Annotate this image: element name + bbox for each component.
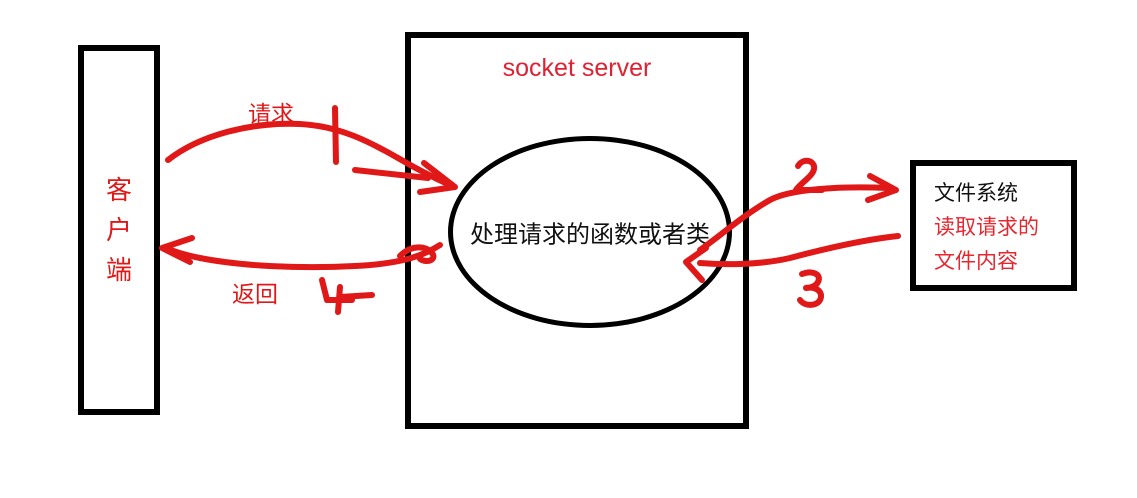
file-system-box: 文件系统 读取请求的 文件内容 xyxy=(910,160,1077,291)
step-1-mark xyxy=(332,105,339,165)
socket-server-title: socket server xyxy=(502,54,652,82)
step-4-mark xyxy=(319,277,375,315)
return-arrow-path xyxy=(163,242,443,271)
step-2-mark xyxy=(793,157,825,193)
client-box: 客 户 端 xyxy=(78,45,160,415)
return-arrowhead xyxy=(159,235,195,265)
return-label: 返回 xyxy=(232,282,278,308)
file-system-note-line-2: 文件内容 xyxy=(934,249,1018,273)
request-handler-label: 处理请求的函数或者类 xyxy=(470,220,710,249)
request-label: 请求 xyxy=(248,102,294,128)
fs-read-arrowhead xyxy=(865,173,899,203)
request-handler-ellipse: 处理请求的函数或者类 xyxy=(448,136,732,328)
socket-server-box: socket server 处理请求的函数或者类 xyxy=(405,32,749,429)
client-label: 客 户 端 xyxy=(105,176,132,286)
step-3-mark xyxy=(797,269,824,308)
file-system-title: 文件系统 xyxy=(934,181,1018,205)
file-system-note-line-1: 读取请求的 xyxy=(934,215,1039,239)
